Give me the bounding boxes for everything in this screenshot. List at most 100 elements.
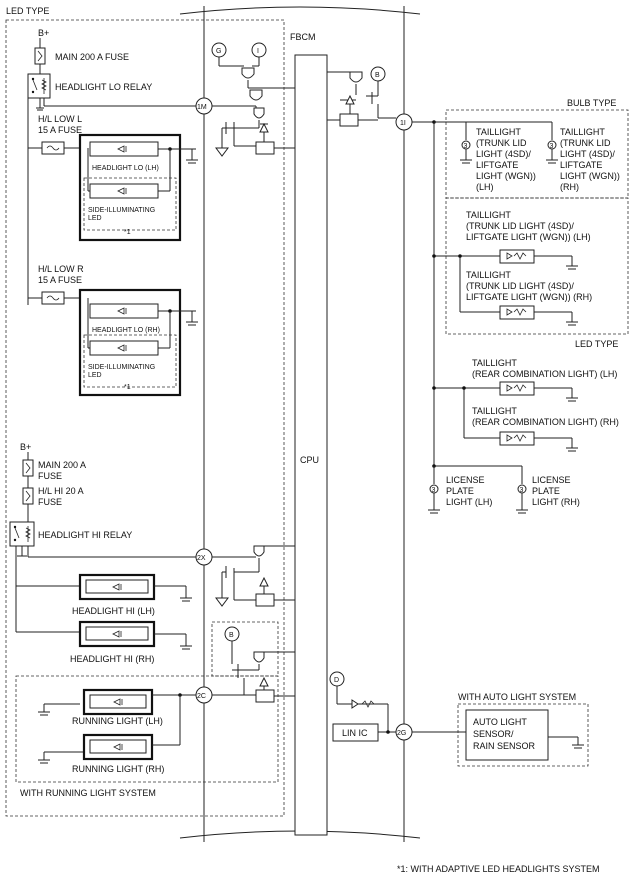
- rear-comb-lh-lamp: [499, 381, 535, 396]
- footnote: *1: WITH ADAPTIVE LED HEADLIGHTS SYSTEM: [397, 864, 600, 874]
- lin-ic-label: LIN IC: [342, 728, 368, 738]
- rear-comb-rh-line-0: TAILLIGHT: [472, 406, 517, 416]
- auto-sensor-line-1: SENSOR/: [473, 729, 514, 739]
- license-rh-line-0: LICENSE: [532, 475, 571, 485]
- headlight-lo-rh-label: HEADLIGHT LO (RH): [92, 327, 160, 334]
- bplus-label-1: B+: [38, 28, 49, 38]
- bulb-lh-line-5: (LH): [476, 182, 494, 192]
- and-gate-2: [249, 89, 263, 101]
- bplus-label-2: B+: [20, 442, 31, 452]
- sense-block-3: [255, 593, 275, 607]
- led-type-right-region: [445, 197, 629, 335]
- rear-comb-rh-lamp: [499, 431, 535, 446]
- led-tail-rh-lamp: [499, 305, 535, 320]
- and-gate-5: [253, 545, 265, 557]
- rear-comb-lh-line-1: (REAR COMBINATION LIGHT) (LH): [472, 369, 617, 379]
- hl-low-r-label: H/L LOW R: [38, 264, 84, 274]
- hl-low-l-label: H/L LOW L: [38, 114, 82, 124]
- running-light-rh-lamp: [89, 739, 147, 754]
- sense-block-1: [255, 141, 275, 155]
- hl-hi-fuse-label-a: H/L HI 20 A: [38, 486, 84, 496]
- running-light-system-label: WITH RUNNING LIGHT SYSTEM: [20, 788, 156, 798]
- hl-low-r-fuse-label: 15 A FUSE: [38, 275, 82, 285]
- bulb-rh-line-0: TAILLIGHT: [560, 127, 605, 137]
- connector-i-label: I: [257, 48, 259, 55]
- license-lh-line-2: LIGHT (LH): [446, 497, 492, 507]
- led-tail-lh-line-0: TAILLIGHT: [466, 210, 511, 220]
- license-lh-line-1: PLATE: [446, 486, 474, 496]
- connector-b-2-label: B: [229, 632, 234, 639]
- hl-low-l-fuse-label: 15 A FUSE: [38, 125, 82, 135]
- running-light-lh-label: RUNNING LIGHT (LH): [72, 716, 163, 726]
- bulb-rh-line-3: LIFTGATE: [560, 160, 602, 170]
- license-rh-line-2: LIGHT (RH): [532, 497, 580, 507]
- running-light-driver-region: [211, 621, 279, 677]
- led-tail-lh-lamp: [499, 249, 535, 264]
- bulb-rh-line-1: (TRUNK LID: [560, 138, 611, 148]
- and-gate-1: [241, 67, 255, 79]
- bulb-lh-line-1: (TRUNK LID: [476, 138, 527, 148]
- main-fuse-1-symbol: [34, 47, 46, 65]
- bulb-type-label: BULB TYPE: [567, 98, 616, 108]
- main-fuse-1-label: MAIN 200 A FUSE: [55, 52, 129, 62]
- hl-hi-fuse-label-b: FUSE: [38, 497, 62, 507]
- cpu-block: [294, 54, 328, 836]
- headlight-hi-rh-lamp: [85, 626, 149, 641]
- diode-5: [351, 699, 359, 709]
- led-tail-lh-line-1: (TRUNK LID LIGHT (4SD)/: [466, 221, 574, 231]
- led-tail-rh-line-2: LIFTGATE LIGHT (WGN)) (RH): [466, 292, 592, 302]
- bulb-lh-line-0: TAILLIGHT: [476, 127, 521, 137]
- main-fuse-2-label-a: MAIN 200 A: [38, 460, 86, 470]
- led-tail-lh-line-2: LIFTGATE LIGHT (WGN)) (LH): [466, 232, 591, 242]
- and-gate-6: [253, 651, 265, 663]
- headlight-lo-relay-label: HEADLIGHT LO RELAY: [55, 82, 152, 92]
- and-gate-4: [349, 71, 363, 83]
- headlight-hi-relay-label: HEADLIGHT HI RELAY: [38, 530, 132, 540]
- headlight-hi-rh-label: HEADLIGHT HI (RH): [70, 654, 154, 664]
- cpu-label: CPU: [300, 455, 319, 465]
- bulb-lh-line-4: LIGHT (WGN)): [476, 171, 536, 181]
- diode-1: [259, 122, 269, 133]
- diode-3: [259, 576, 269, 587]
- side-illum-2-region: [83, 334, 177, 388]
- side-illum-2-label-a: SIDE-ILLUMINATING: [88, 364, 155, 371]
- connector-g-label: G: [216, 48, 221, 55]
- auto-sensor-line-0: AUTO LIGHT: [473, 717, 527, 727]
- connector-2x-label: 2X: [197, 555, 206, 562]
- bulb-lh-line-2: LIGHT (4SD)/: [476, 149, 531, 159]
- license-rh-line-1: PLATE: [532, 486, 560, 496]
- side-illum-1-region: [83, 177, 177, 231]
- side-illum-1-label-a: SIDE-ILLUMINATING: [88, 207, 155, 214]
- main-fuse-2-symbol: [22, 459, 34, 477]
- note-mark-2: *1: [124, 384, 131, 391]
- led-type-region: [5, 19, 285, 817]
- connector-1m-label: 1M: [197, 104, 207, 111]
- connector-2c-label: 2C: [197, 693, 206, 700]
- license-lh-line-0: LICENSE: [446, 475, 485, 485]
- side-illum-1-label-b: LED: [88, 215, 102, 222]
- led-type-label: LED TYPE: [6, 6, 49, 16]
- bulb-rh-socket-label: 3: [550, 143, 554, 150]
- connector-2g-label: 2G: [397, 730, 406, 737]
- note-mark-1: *1: [124, 229, 131, 236]
- sense-block-2: [339, 113, 359, 127]
- auto-light-region: [457, 703, 589, 767]
- resistor-1: [361, 700, 375, 708]
- connector-d-label: D: [334, 677, 339, 684]
- ground-2: [215, 597, 229, 607]
- bulb-rh-line-4: LIGHT (WGN)): [560, 171, 620, 181]
- fbcm-top-break: [179, 6, 421, 15]
- license-lh-socket-label: 3: [432, 487, 436, 494]
- led-type-right-label: LED TYPE: [575, 339, 618, 349]
- sense-block-4: [255, 689, 275, 703]
- headlight-hi-lh-label: HEADLIGHT HI (LH): [72, 606, 155, 616]
- bulb-rh-line-2: LIGHT (4SD)/: [560, 149, 615, 159]
- rear-comb-lh-line-0: TAILLIGHT: [472, 358, 517, 368]
- license-rh-socket-label: 3: [520, 487, 524, 494]
- auto-sensor-line-2: RAIN SENSOR: [473, 741, 536, 751]
- side-illum-2-label-b: LED: [88, 372, 102, 379]
- ground-1: [215, 147, 229, 157]
- diode-4: [259, 676, 269, 687]
- connector-1i-label: 1I: [400, 120, 406, 127]
